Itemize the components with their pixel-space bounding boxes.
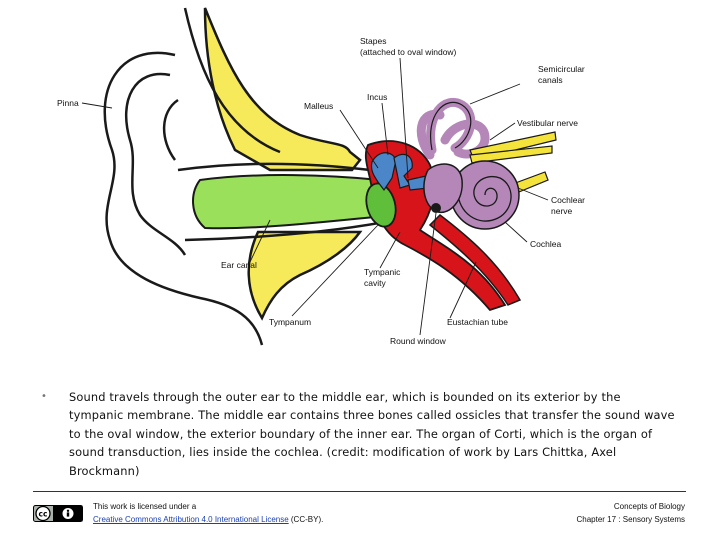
label-stapes-1: Stapes [360, 36, 386, 46]
bullet-marker: • [41, 391, 47, 402]
license-notice: This work is licensed under a Creative C… [93, 501, 323, 526]
cc-license-icon: cc [33, 505, 83, 522]
label-tympanic-2: cavity [364, 278, 386, 288]
ear-anatomy-diagram: Stapes (attached to oval window) Semicir… [0, 0, 720, 370]
label-semicircular-2: canals [538, 75, 563, 85]
label-semicircular-1: Semicircular [538, 64, 585, 74]
footer-divider [33, 491, 686, 492]
round-window [431, 203, 441, 213]
temporal-bone [205, 8, 360, 170]
label-tympanum: Tympanum [269, 317, 311, 327]
chapter-title: Chapter 17 : Sensory Systems [577, 514, 686, 527]
book-title: Concepts of Biology [577, 501, 686, 514]
license-line: Creative Commons Attribution 4.0 Interna… [93, 514, 323, 527]
book-info: Concepts of Biology Chapter 17 : Sensory… [577, 501, 686, 526]
ear-canal [193, 175, 395, 228]
label-malleus: Malleus [304, 101, 333, 111]
label-cochlea: Cochlea [530, 239, 561, 249]
label-cochlear-nerve-1: Cochlear [551, 195, 585, 205]
license-prefix: This work is licensed under a [93, 501, 323, 514]
label-stapes-2: (attached to oval window) [360, 47, 457, 57]
label-round-window: Round window [390, 336, 447, 346]
label-pinna: Pinna [57, 98, 79, 108]
semicircular-canals [421, 102, 485, 155]
label-tympanic-1: Tympanic [364, 267, 401, 277]
cc-badge-text: cc [39, 510, 48, 519]
figure-caption: Sound travels through the outer ear to t… [69, 388, 677, 480]
label-eustachian-tube: Eustachian tube [447, 317, 508, 327]
label-vestibular-nerve: Vestibular nerve [517, 118, 578, 128]
label-incus: Incus [367, 92, 387, 102]
label-ear-canal: Ear canal [221, 260, 257, 270]
license-suffix: (CC-BY). [289, 515, 324, 524]
label-cochlear-nerve-2: nerve [551, 206, 573, 216]
lower-bone [249, 232, 360, 318]
license-link[interactable]: Creative Commons Attribution 4.0 Interna… [93, 515, 289, 524]
